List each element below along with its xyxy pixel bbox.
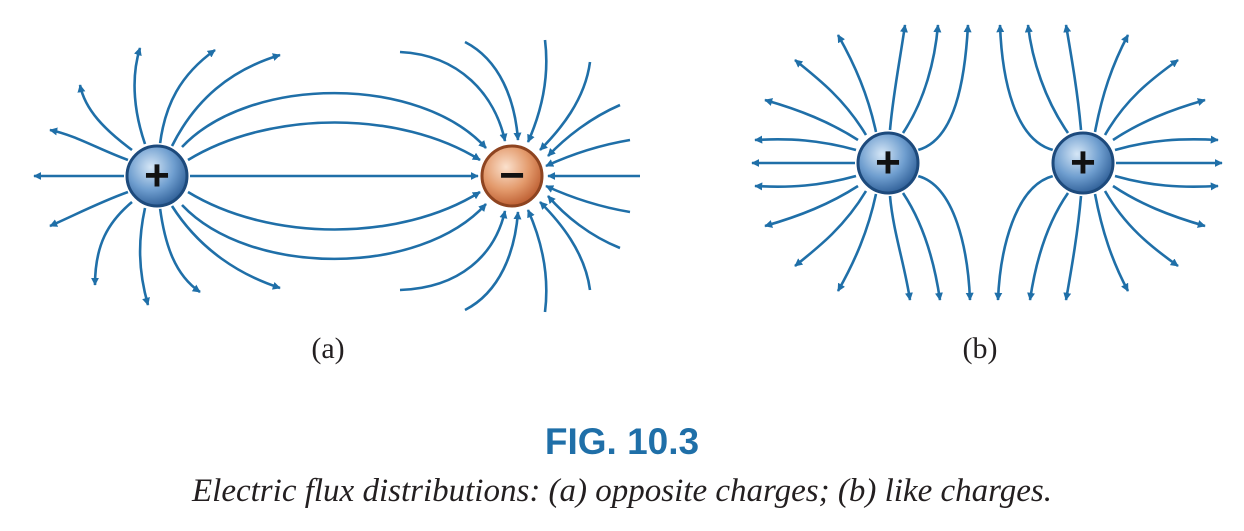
field-line-arrow <box>901 24 942 134</box>
field-line-arrow <box>138 207 150 306</box>
field-line-arrow <box>794 58 868 136</box>
field-line-arrow <box>1103 190 1179 268</box>
field-line-arrow <box>91 201 133 286</box>
figure-number: FIG. 10.3 <box>544 421 700 462</box>
positive-charge-b-right: + <box>1050 130 1116 196</box>
field-line-arrow <box>836 34 878 133</box>
negative-charge-a: − <box>479 143 545 209</box>
field-line-arrow <box>794 190 868 268</box>
field-line-arrow <box>170 205 281 290</box>
field-line-arrow <box>888 195 913 301</box>
field-line-arrow <box>526 209 548 313</box>
field-line-arrow <box>170 53 281 147</box>
field-line-arrow <box>1063 24 1083 131</box>
field-line-arrow <box>1093 193 1130 292</box>
figure-caption: Electric flux distributions: (a) opposit… <box>192 473 1052 509</box>
field-line-arrow <box>917 174 974 301</box>
field-line-arrow <box>1024 24 1070 134</box>
plus-icon: + <box>875 138 901 187</box>
positive-charge-a: + <box>124 143 190 209</box>
field-line-arrow <box>545 184 631 214</box>
field-line-arrow <box>994 174 1054 301</box>
field-line-arrow <box>1027 192 1070 301</box>
field-line-arrow <box>539 61 592 151</box>
field-line-arrow <box>181 91 487 149</box>
field-line-arrow <box>49 190 129 228</box>
plus-icon: + <box>144 151 170 200</box>
field-line-arrow <box>399 50 508 142</box>
field-line-arrow <box>1093 34 1130 133</box>
field-line-arrow <box>464 40 522 141</box>
field-line-arrow <box>996 24 1054 152</box>
panel-label-b: (b) <box>962 332 998 365</box>
field-line-arrow <box>158 207 201 294</box>
field-line-arrow <box>526 39 548 143</box>
field-line-arrow <box>399 210 508 292</box>
field-line-arrow <box>764 98 859 142</box>
field-line-arrow <box>836 193 878 292</box>
field-line-arrow <box>187 121 481 162</box>
field-line-arrow <box>181 203 487 261</box>
field-line-arrow <box>49 127 129 162</box>
positive-charge-b-left: + <box>855 130 921 196</box>
field-line-arrow <box>917 24 972 152</box>
field-line-arrow <box>901 192 943 301</box>
field-line-arrow <box>539 201 592 291</box>
field-line-arrow <box>1063 195 1083 301</box>
field-line-arrow <box>1114 135 1219 152</box>
field-line-arrow <box>888 24 908 131</box>
panel-label-a: (a) <box>311 332 345 365</box>
field-line-arrow <box>1103 58 1179 136</box>
field-line-arrow <box>754 135 857 152</box>
field-line-arrow <box>547 103 621 157</box>
plus-icon: + <box>1070 138 1096 187</box>
field-line-arrow <box>547 195 621 250</box>
field-line-arrow <box>1112 98 1206 142</box>
field-line-arrow <box>1114 174 1219 191</box>
field-line-arrow <box>158 48 216 145</box>
field-line-arrow <box>133 47 147 145</box>
field-line-arrow <box>754 174 857 191</box>
field-line-arrow <box>464 211 522 312</box>
minus-icon: − <box>499 151 525 200</box>
field-line-arrow <box>764 184 859 228</box>
field-line-arrow <box>77 84 133 152</box>
field-lines-b <box>751 24 1223 301</box>
field-line-arrow <box>187 190 481 231</box>
field-line-arrow <box>1112 184 1206 228</box>
field-line-arrow <box>545 138 631 168</box>
field-lines-a <box>33 39 640 313</box>
